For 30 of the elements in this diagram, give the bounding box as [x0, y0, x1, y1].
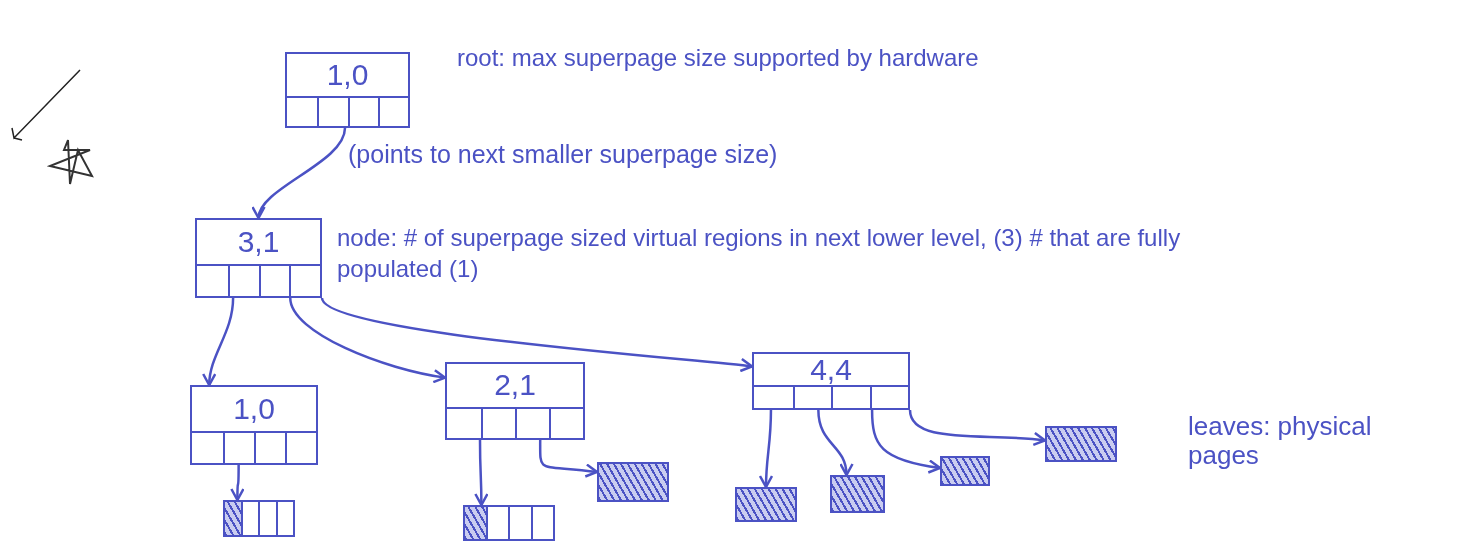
- arrow: [758, 410, 774, 489]
- node-label: 1,0: [326, 59, 369, 90]
- physical-page: [830, 475, 885, 513]
- physical-page: [735, 487, 797, 522]
- physical-page: [463, 505, 555, 541]
- physical-page: [223, 500, 295, 537]
- arrow: [253, 127, 347, 220]
- arrow: [230, 465, 245, 502]
- physical-page: [597, 462, 669, 502]
- node-label: 4,4: [810, 354, 852, 385]
- annotation-text: leaves: physical pages: [1188, 412, 1373, 470]
- arrow: [289, 297, 447, 383]
- arrow: [908, 409, 1047, 447]
- arrow: [817, 409, 853, 477]
- page-table-node: [190, 385, 318, 465]
- arrow: [474, 440, 489, 507]
- node-label: 1,0: [233, 394, 275, 425]
- annotation-text: root: max superpage size supported by hardware: [457, 43, 980, 73]
- page-table-node: [445, 362, 585, 440]
- page-table-node: [752, 352, 910, 410]
- arrow: [321, 297, 754, 373]
- node-label: 3,1: [237, 227, 280, 258]
- annotation-text: node: # of superpage sized virtual regions in next lower level, (3) # that are fully populated (1): [337, 223, 1182, 285]
- arrow: [538, 440, 599, 478]
- physical-page: [1045, 426, 1117, 462]
- physical-page: [940, 456, 990, 486]
- annotation-text: (points to next smaller superpage size): [348, 139, 779, 170]
- arrow: [870, 409, 942, 474]
- arrow: [202, 297, 235, 387]
- node-label: 2,1: [494, 370, 536, 401]
